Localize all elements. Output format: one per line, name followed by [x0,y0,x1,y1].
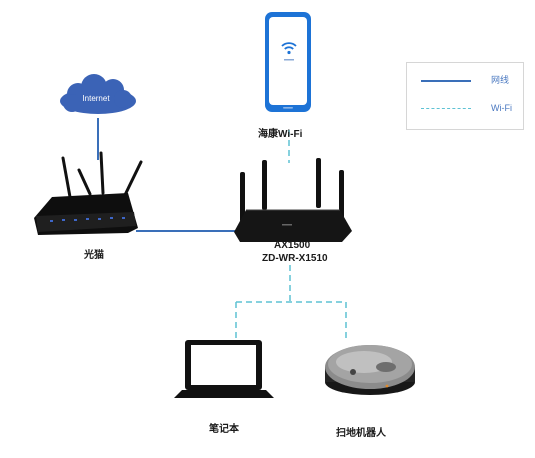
laptop-icon [174,340,274,398]
router-icon [234,158,352,242]
phone-label: 海康Wi-Fi [258,129,303,140]
modem-icon [34,151,143,235]
legend-wifi-label: Wi-Fi [491,103,512,113]
router-model-label: AX1500 [274,240,311,251]
legend-wired-swatch [421,80,471,82]
router-sku-label: ZD-WR-X1510 [262,253,328,264]
cloud-label: Internet [82,94,110,103]
legend-wired-label: 网线 [491,75,510,85]
phone-icon [265,12,311,112]
legend: 网线 Wi-Fi [406,62,524,130]
legend-wifi-swatch [421,108,471,109]
robot-vacuum-icon [325,345,415,395]
cloud-icon [60,74,136,114]
laptop-label: 笔记本 [209,424,239,435]
robot-label: 扫地机器人 [336,428,386,439]
modem-label: 光猫 [84,250,104,261]
